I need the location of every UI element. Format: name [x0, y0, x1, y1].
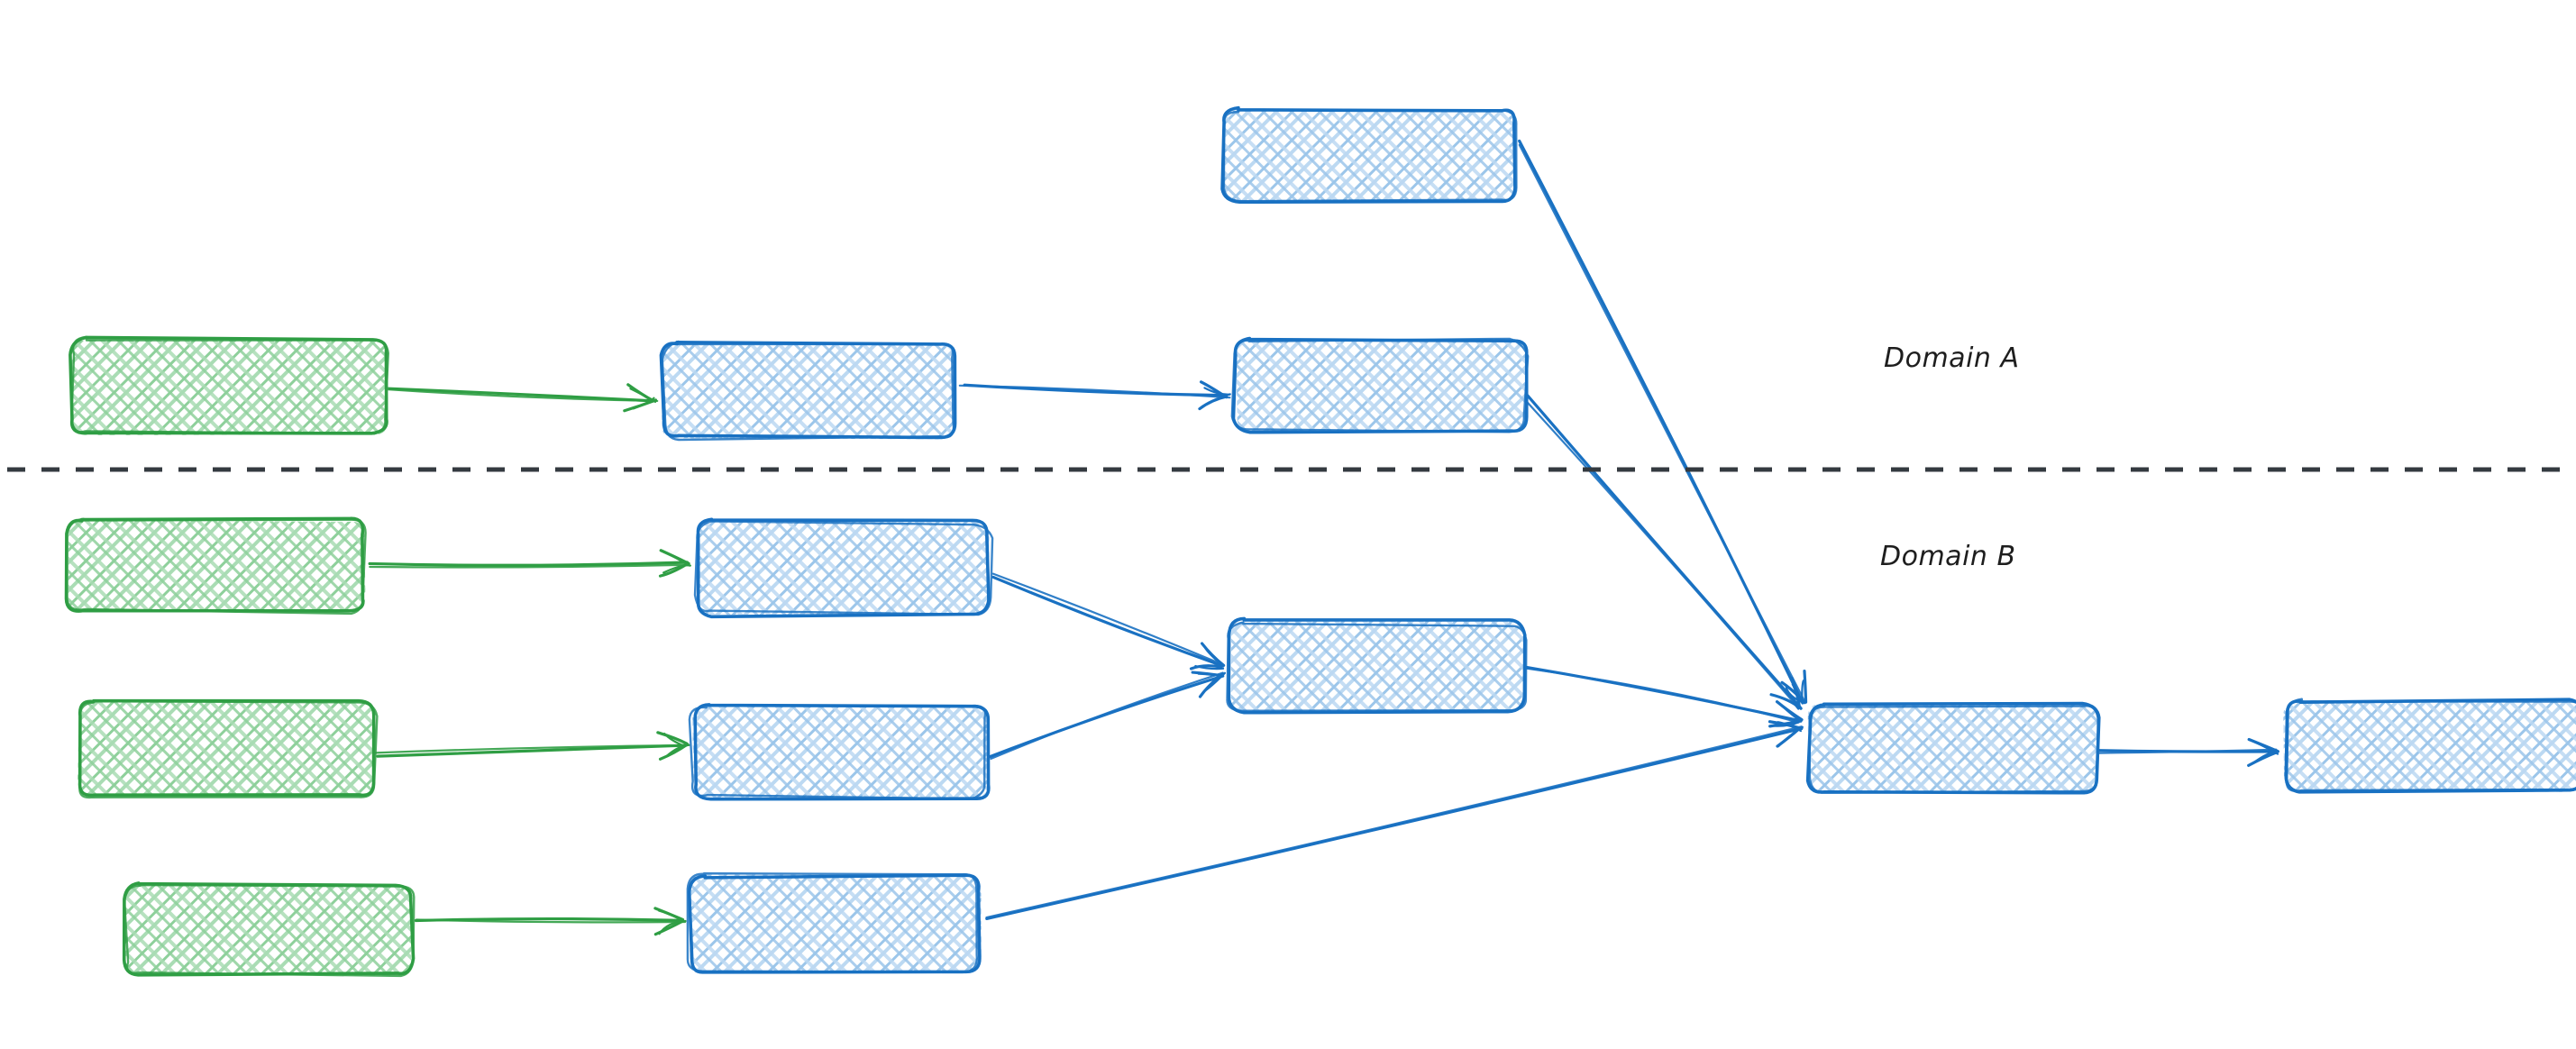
edge-b-hub-to-b-out [2096, 737, 2279, 767]
nodes-layer [64, 105, 2576, 978]
node-b-proc-1[interactable] [693, 517, 994, 619]
node-b-mid[interactable] [1226, 616, 1528, 715]
node-b-src-3[interactable] [122, 881, 416, 978]
node-b-hub[interactable] [1805, 701, 2101, 795]
edge-b-mid-to-b-hub [1523, 665, 1804, 728]
node-b-proc-3[interactable] [686, 871, 982, 974]
node-a-proc-0[interactable] [1220, 105, 1518, 205]
edge-b-proc-1-to-b-mid [991, 572, 1226, 670]
node-a-src-1[interactable] [69, 335, 389, 435]
edge-b-src-3-to-b-proc-3 [414, 907, 687, 936]
domain-a-label: Domain A [1884, 342, 2020, 374]
node-a-proc-1[interactable] [659, 340, 957, 442]
edge-a-proc-2-to-b-hub [1521, 394, 1803, 710]
edge-a-proc-0-to-b-hub [1518, 139, 1808, 705]
node-b-src-2[interactable] [78, 698, 379, 799]
edge-b-src-2-to-b-proc-2 [373, 731, 690, 761]
edge-b-proc-3-to-b-hub [985, 720, 1804, 921]
edge-b-proc-2-to-b-mid [989, 670, 1226, 761]
node-a-proc-2[interactable] [1230, 336, 1530, 434]
edge-b-src-1-to-b-proc-1 [368, 549, 691, 578]
domain-b-label: Domain B [1880, 541, 2016, 572]
edge-a-proc-1-to-a-proc-2 [958, 380, 1231, 411]
node-b-proc-2[interactable] [688, 703, 991, 801]
edge-a-src-1-to-a-proc-1 [384, 383, 659, 413]
node-b-src-1[interactable] [64, 516, 367, 616]
edges-layer [368, 139, 2279, 936]
node-b-out[interactable] [2283, 698, 2576, 794]
